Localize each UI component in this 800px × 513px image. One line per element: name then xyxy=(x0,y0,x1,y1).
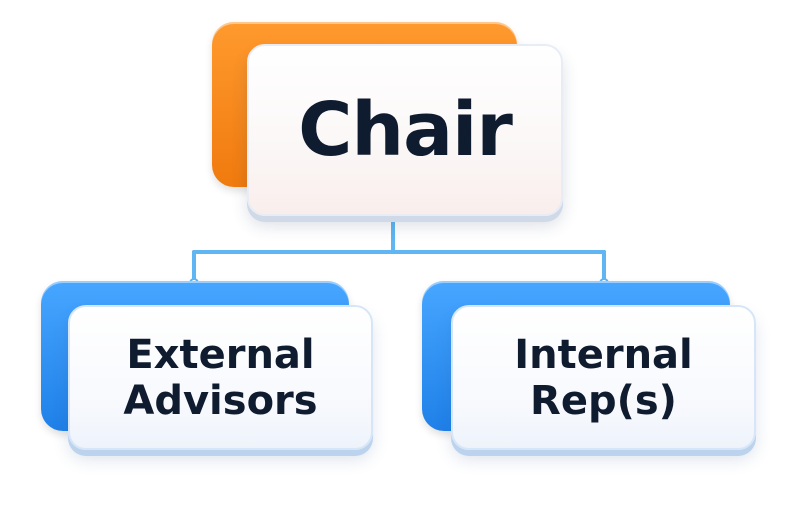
external-advisors-node-card: External Advisors xyxy=(68,305,373,450)
external-advisors-label-line-2: Advisors xyxy=(123,377,318,424)
internal-reps-label-line-2: Rep(s) xyxy=(530,377,677,424)
chair-label: Chair xyxy=(298,87,513,173)
external-advisors-label-line-1: External xyxy=(126,331,315,378)
internal-reps-node-card: Internal Rep(s) xyxy=(451,305,756,450)
chair-node-card: Chair xyxy=(247,44,563,216)
internal-reps-label-line-1: Internal xyxy=(514,331,693,378)
